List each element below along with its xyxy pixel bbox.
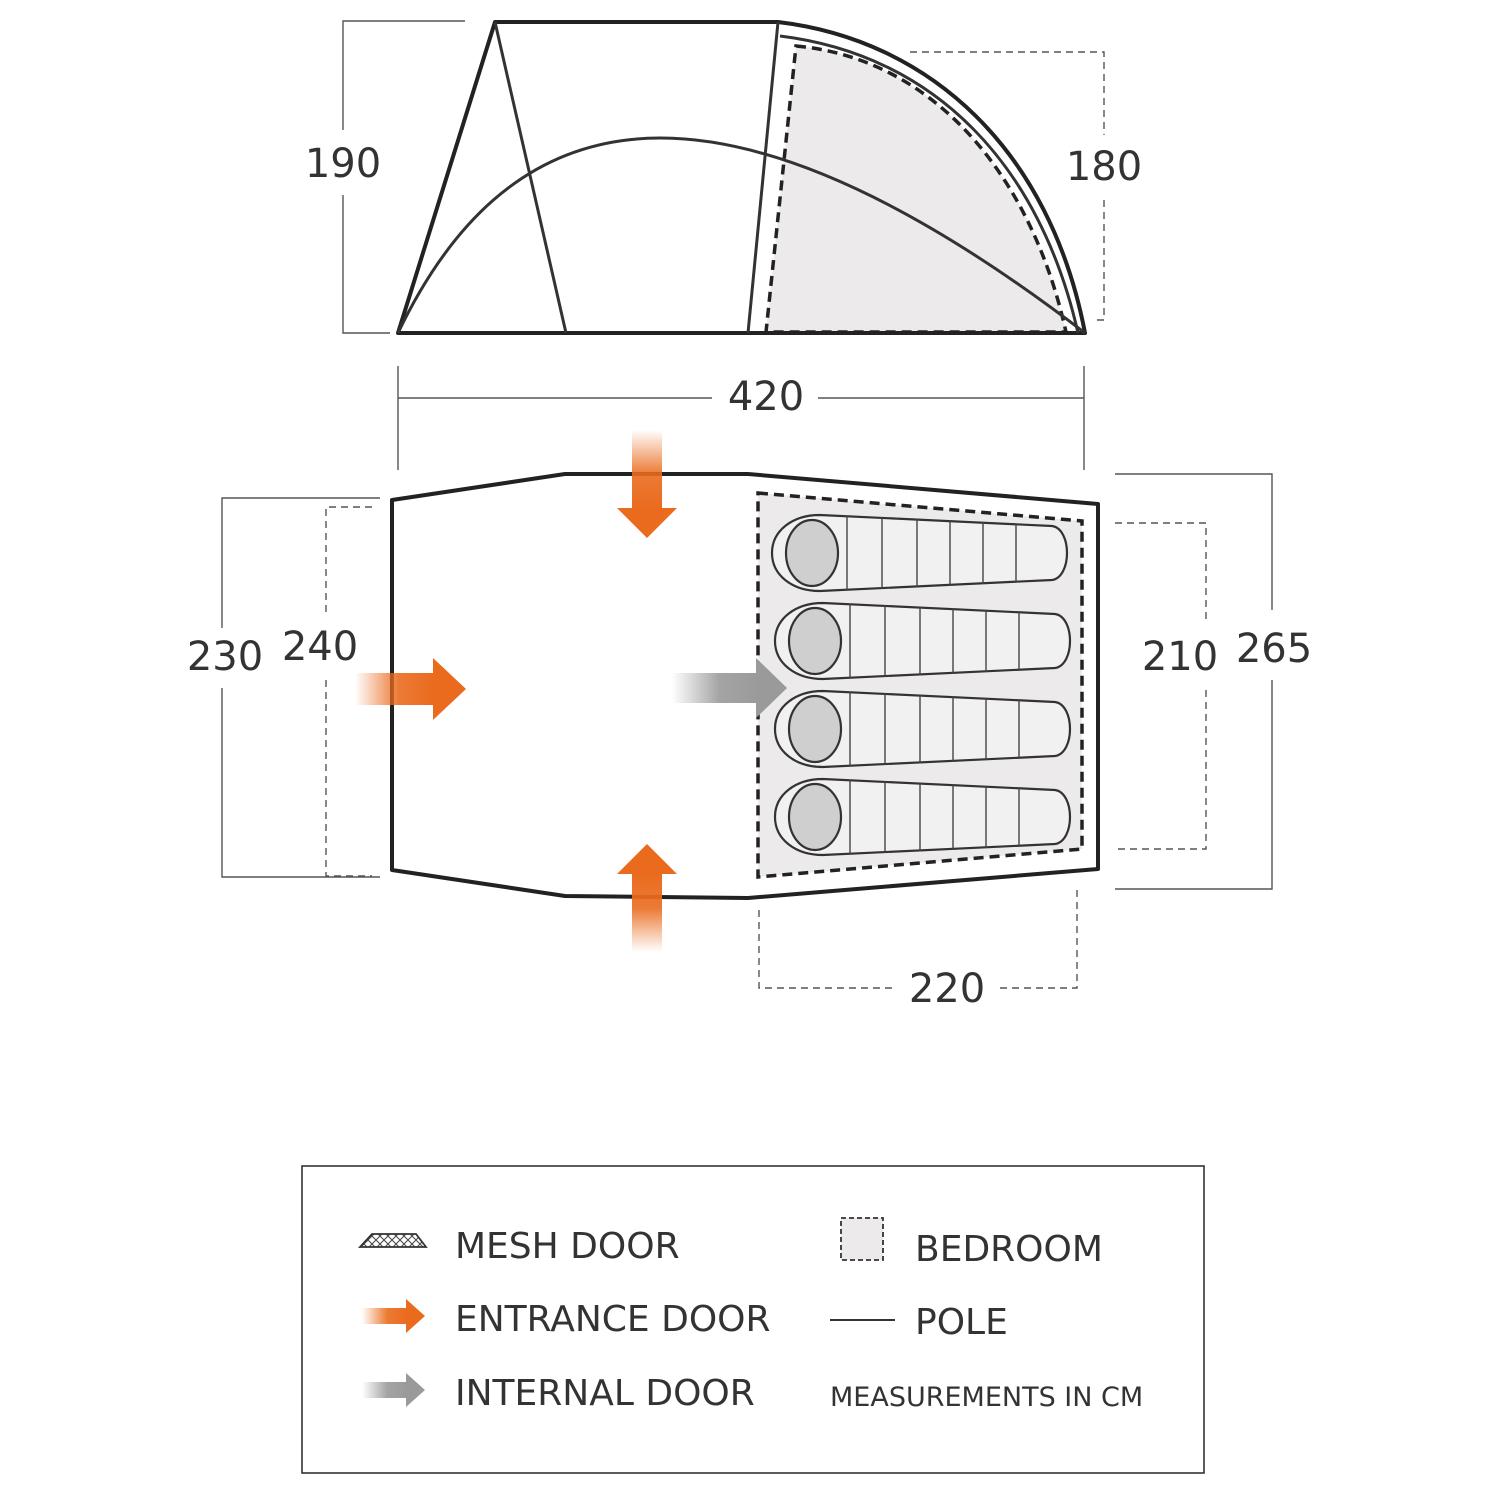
legend-pole-label: POLE [915,1302,1008,1343]
dimension-line [221,497,380,878]
side-view: 190 180 420 [305,20,1142,470]
sleeping-bag [773,777,1072,857]
legend-internal-door-label: INTERNAL DOOR [455,1373,755,1414]
dimension-line [325,506,372,877]
dimension-line [910,51,1105,321]
legend-box [301,1165,1205,1474]
pole-line [493,21,568,334]
entrance-arrow-icon [355,658,466,720]
legend-mesh-door-label: MESH DOOR [455,1226,680,1267]
dimension-line [1115,473,1273,890]
dimension-line [758,890,1078,989]
entrance-arrow-icon [617,430,677,538]
dimension-line [342,20,465,334]
internal-arrow-icon [672,658,787,718]
pole-line [396,136,1086,335]
dimension-line [397,366,1085,470]
width-front-outer-label: 230 [187,634,263,680]
sleeping-bag [773,689,1072,769]
dimension-line [1115,522,1207,850]
bedroom-length-label: 220 [909,966,985,1012]
legend-entrance-door-label: ENTRANCE DOOR [455,1299,771,1340]
width-rear-outer-label: 265 [1236,626,1312,672]
sleeping-bag [770,513,1069,593]
floor-outline [390,472,1100,900]
measurements-note: MEASUREMENTS IN CM [830,1382,1143,1413]
side-outline [396,20,1087,335]
floor-plan: 230 240 210 265 220 [187,430,1312,1012]
sleeping-bag [773,601,1072,681]
length-label: 420 [728,374,804,420]
legend: MESH DOOR ENTRANCE DOOR INTERNAL DOOR BE… [301,1165,1205,1474]
mesh-door-icon [357,1233,428,1248]
bedroom-side-fill [766,46,1066,332]
internal-arrow-icon [362,1373,425,1407]
pole-line [779,34,1080,334]
bedroom-side-outline [764,44,1069,334]
bedroom-swatch-icon [840,1217,884,1261]
pole-line [746,21,780,334]
entrance-arrow-icon [362,1299,425,1333]
entrance-arrow-icon [617,844,677,952]
width-front-inner-label: 240 [282,624,358,670]
width-bedroom-inner-label: 210 [1142,634,1218,680]
height-front-label: 190 [305,141,381,187]
legend-bedroom-label: BEDROOM [915,1229,1103,1270]
height-bedroom-label: 180 [1066,144,1142,190]
